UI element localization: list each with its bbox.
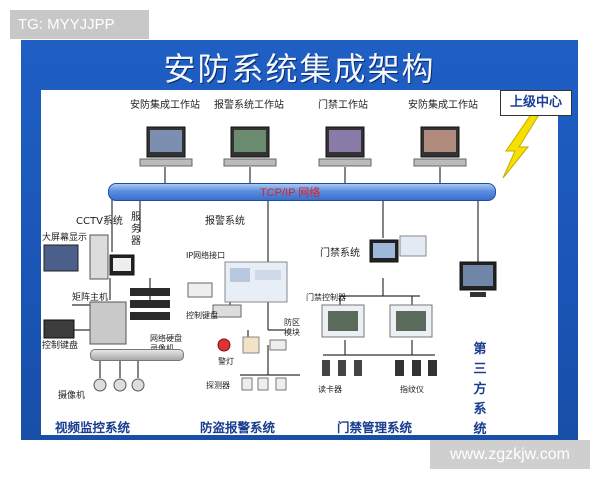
workstation-label-4: 安防集成工作站 (408, 100, 478, 111)
cctv-system-label: CCTV系统 (76, 216, 123, 227)
watermark-top: TG: MYYJJPP (10, 10, 149, 39)
alarm-system-label: 报警系统 (205, 216, 245, 227)
ip-interface-label: IP网络接口 (186, 251, 226, 260)
cctv-video-bus (90, 349, 184, 361)
dvr-label: 网络硬盘录像机 (150, 334, 182, 353)
camera-2 (113, 378, 127, 392)
control-keyboard (43, 319, 75, 339)
detector-3 (275, 377, 287, 391)
card-reader-3 (354, 360, 362, 376)
access-controller-label: 门禁控制器 (306, 293, 346, 302)
section-alarm: 防盗报警系统 (200, 420, 276, 435)
fingerprint-2 (412, 360, 421, 376)
cctv-keyboard-label: 控制键盘 (42, 341, 79, 351)
third-party-monitor (459, 261, 497, 297)
workstation-icons (139, 126, 467, 167)
fingerprint-3 (428, 360, 437, 376)
access-software (399, 235, 427, 257)
access-system-label: 门禁系统 (320, 248, 360, 259)
camera-3 (131, 378, 145, 392)
warning-light (217, 338, 231, 352)
workstation-1 (139, 126, 193, 167)
workstation-label-1: 安防集成工作站 (130, 100, 200, 111)
network-bus (108, 183, 496, 201)
card-reader-1 (322, 360, 330, 376)
dvr-unit-2 (130, 300, 170, 308)
matrix-host-label: 矩阵主机 (72, 293, 109, 303)
warning-light-label: 警灯 (218, 357, 234, 366)
big-screen-display (43, 244, 79, 272)
detector-1 (241, 377, 253, 391)
workstation-2 (223, 126, 277, 167)
lightning-icon (502, 112, 541, 179)
camera-label: 摄像机 (58, 391, 86, 401)
zone-module-label: 防区模块 (284, 318, 300, 337)
ip-interface-box (187, 282, 213, 298)
card-reader-label: 读卡器 (318, 385, 342, 394)
section-video: 视频监控系统 (55, 420, 131, 435)
big-screen-label: 大屏幕显示 (42, 233, 88, 243)
zone-module (269, 339, 287, 351)
upper-center-box: 上级中心 (500, 90, 572, 116)
network-label: TCP/IP 网络 (260, 187, 321, 199)
server-tower (89, 234, 109, 280)
alarm-device (242, 336, 260, 354)
alarm-devices (187, 261, 288, 391)
server-label: 服务器 (131, 212, 141, 247)
workstation-3 (318, 126, 372, 167)
dvr-unit-3 (130, 312, 170, 320)
card-reader-2 (338, 360, 346, 376)
camera-1 (93, 378, 107, 392)
matrix-host (89, 301, 127, 345)
workstation-label-3: 门禁工作站 (318, 100, 368, 111)
workstation-4 (413, 126, 467, 167)
workstation-label-2: 报警系统工作站 (214, 100, 284, 111)
fingerprint-1 (395, 360, 404, 376)
fingerprint-label: 指纹仪 (400, 385, 424, 394)
watermark-bottom: www.zgzkjw.com (430, 440, 590, 469)
section-access: 门禁管理系统 (337, 420, 413, 435)
access-devices (321, 235, 437, 376)
alarm-keyboard (212, 304, 242, 318)
diagram-title: 安防系统集成架构 (163, 50, 436, 88)
detector-2 (257, 377, 269, 391)
third-party-label: 第三方系统 (473, 342, 487, 437)
alarm-keyboard-label: 控制键盘 (186, 311, 218, 320)
detector-label: 探测器 (206, 381, 230, 390)
cctv-devices (43, 234, 170, 392)
dvr-unit-1 (130, 288, 170, 296)
